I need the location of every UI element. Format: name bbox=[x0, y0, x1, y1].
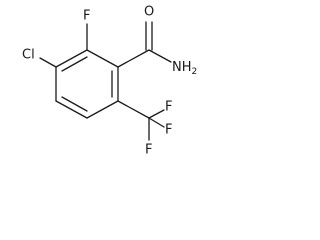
atom-label-oxygen: O bbox=[144, 5, 154, 20]
atom-label-cf3-fluorine-bottom: F bbox=[145, 143, 152, 158]
molecule-structure: Cl F O NH2 F F F bbox=[22, 5, 197, 158]
atom-label-fluorine-ring: F bbox=[83, 9, 90, 24]
bond-c1-carbonyl bbox=[117, 49, 150, 68]
ring-bond-c2-c3-inner bbox=[61, 56, 88, 72]
benzene-ring bbox=[55, 49, 119, 119]
bond-carbonyl-nitrogen bbox=[148, 49, 172, 63]
ring-bond-c2-c3 bbox=[55, 49, 88, 68]
amide-nh-text: NH bbox=[172, 60, 192, 75]
atom-label-cf3-fluorine-top: F bbox=[165, 100, 172, 115]
atom-label-amide-nitrogen: NH2 bbox=[172, 60, 197, 77]
bond-cf3-fluorine-right bbox=[148, 117, 165, 128]
bond-c6-cf3-carbon bbox=[117, 100, 150, 119]
ring-bond-c5-c6 bbox=[86, 100, 119, 119]
bond-c3-chlorine bbox=[39, 57, 57, 68]
atom-label-cf3-fluorine-right: F bbox=[165, 123, 172, 138]
ring-bond-c1-c2 bbox=[86, 49, 119, 68]
amide-subscript: 2 bbox=[192, 67, 198, 77]
ring-bond-c4-c5 bbox=[55, 100, 88, 119]
bond-cf3-fluorine-top bbox=[148, 109, 165, 119]
atom-label-chlorine: Cl bbox=[22, 48, 35, 63]
ring-bond-c4-c5-inner bbox=[61, 96, 88, 112]
